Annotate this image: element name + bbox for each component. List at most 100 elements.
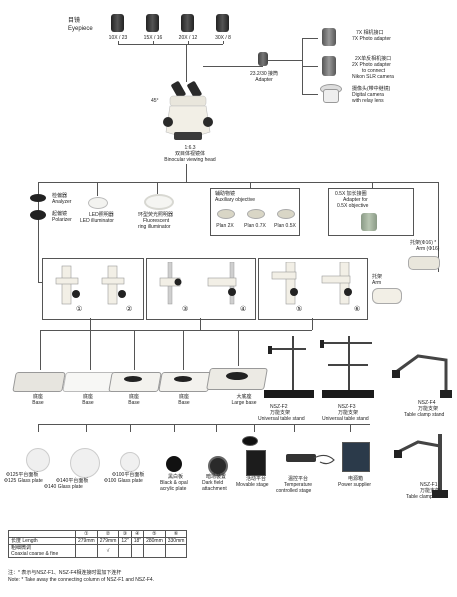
table-cell: Coaxial coarse & fine [8,551,76,558]
table-cell: 18" [130,537,145,545]
plate-label-l2: Φ100 Glass plate [104,478,143,484]
stand-1-icon [55,265,80,305]
stand-5-icon [271,262,298,305]
eyepiece-10x-icon [111,14,124,32]
connector-line [216,424,217,432]
analyzer-icon [30,194,46,202]
ring-en2: ring illuminator [138,224,171,230]
clamp-f4-code: NSZ-F4 [418,400,436,406]
universal-f2-cn: 万能支架 [270,410,291,416]
head-ratio: 1:6.3 [184,145,196,151]
connector-line [130,424,131,432]
connector-line [250,182,251,188]
connector-line [38,182,438,183]
universal-stand-f3-icon [320,336,374,398]
table-cell [75,544,98,558]
table-row: 粗细微调 √ [8,544,188,558]
photo-7x-en: 7X Photo adapter [352,36,391,42]
connector-line [38,424,39,432]
clamp-f1-cn: 万能支架 [420,488,441,494]
arm-label2: Arm (Φ16) [416,246,440,252]
table-cell: 279mm [96,537,120,545]
photo-2x-en3: Nikon SLR camera [352,74,394,80]
table-cell: 279mm [75,537,98,545]
plate-label-l1: Φ125平台面板 [6,472,39,478]
base-cn: 底座 [82,394,93,400]
table-cell: √ [96,544,120,558]
base-cn: 底座 [32,394,43,400]
aux-title-cn: 辅助物镜 [215,191,236,197]
connector-line [372,182,373,188]
photo-adapter-2x-icon [322,56,336,76]
universal-stand-f2-icon [264,336,314,398]
temperature-cable-icon [313,454,335,465]
eyepiece-label: 15X / 16 [143,35,163,41]
movable-stage-icon [246,450,266,476]
connector-line [312,318,313,330]
connector-line [268,60,302,61]
eyepiece-20x-icon [181,14,194,32]
photo-7x-cn: 7X 相机接口 [356,30,384,36]
connector-line [302,38,318,39]
aux-item: Plan 0.7X [244,223,266,229]
dark-field-icon [208,456,228,476]
plate-label-l1: 温控平台 [288,476,309,482]
arm-icon [408,256,440,270]
table-cell: ① [75,530,98,538]
stand-number: ③ [182,306,189,313]
glass-plate-100-icon [120,452,140,472]
ring-cn: 环型荧光照明器 [138,212,174,218]
connector-line [40,330,312,331]
connector-line [238,330,239,366]
photo-adapter-7x-icon [322,28,336,46]
base-en: Large base [231,400,257,406]
table-cell: ② [96,530,120,538]
aux-item: Plan 2X [216,223,234,229]
photo-2x-en1: 2X Photo adapter [352,62,391,68]
clamp-f1-en: Table clamp stand [406,494,447,500]
binocular-head-icon [163,81,213,140]
led-cn: LED照明器 [89,212,114,218]
plate-label-l1: 暗场装置 [206,474,227,480]
stand-number: ⑤ [296,306,303,313]
analyzer-en: Analyzer [52,199,72,205]
connector-line [186,164,187,182]
base-3-icon [108,372,162,392]
photo-2x-cn: 2X单反相机接口 [355,56,392,62]
analyzer-cn: 检偏器 [52,193,68,199]
stand-2-icon [101,265,126,305]
aux-plan2x-icon [217,209,235,219]
aux-title-en: Auxiliary objective [215,197,256,203]
clamp-f4-cn: 万能支架 [418,406,439,412]
connector-line [153,41,154,44]
connector-line [186,44,187,82]
plate-label-l1: Φ100平台面板 [112,472,145,478]
adapter-label: Adapter [255,77,273,83]
plate-label-l2: Dark field [202,480,224,486]
connector-line [302,66,318,67]
table-cell: 330mm [164,537,188,545]
stand-group-3-4 [146,258,256,320]
stand-number: ⑥ [354,306,361,313]
connector-line [200,318,201,330]
ring-en1: Fluorescent [143,218,170,224]
plate-label-l2: Movable stage [236,482,269,488]
connector-line [38,424,370,425]
eyepiece-title-en: Eyepiece [68,26,93,32]
base-en: Base [82,400,94,406]
base-en: Base [32,400,44,406]
table-cell: 粗细微调 [8,544,76,551]
arm-label1: 托架(Φ16) * [410,240,437,246]
plate-label-l1: 黑白板 [168,474,184,480]
stand-4-icon [207,262,237,305]
adapter05-line2: Adapter for [343,197,368,203]
photo-2x-en2: to connect [362,68,386,74]
plate-label-l3: controlled stage [276,488,312,494]
eyepiece-label: 30X / 8 [215,35,231,41]
clamp-stand-f1-icon [394,434,448,498]
base-4-icon [158,372,212,392]
polarizer-cn: 起偏镜 [52,211,68,217]
plate-label-l1: 活动平台 [246,476,267,482]
table-cell [118,544,132,558]
eyepiece-label: 20X / 12 [178,35,198,41]
